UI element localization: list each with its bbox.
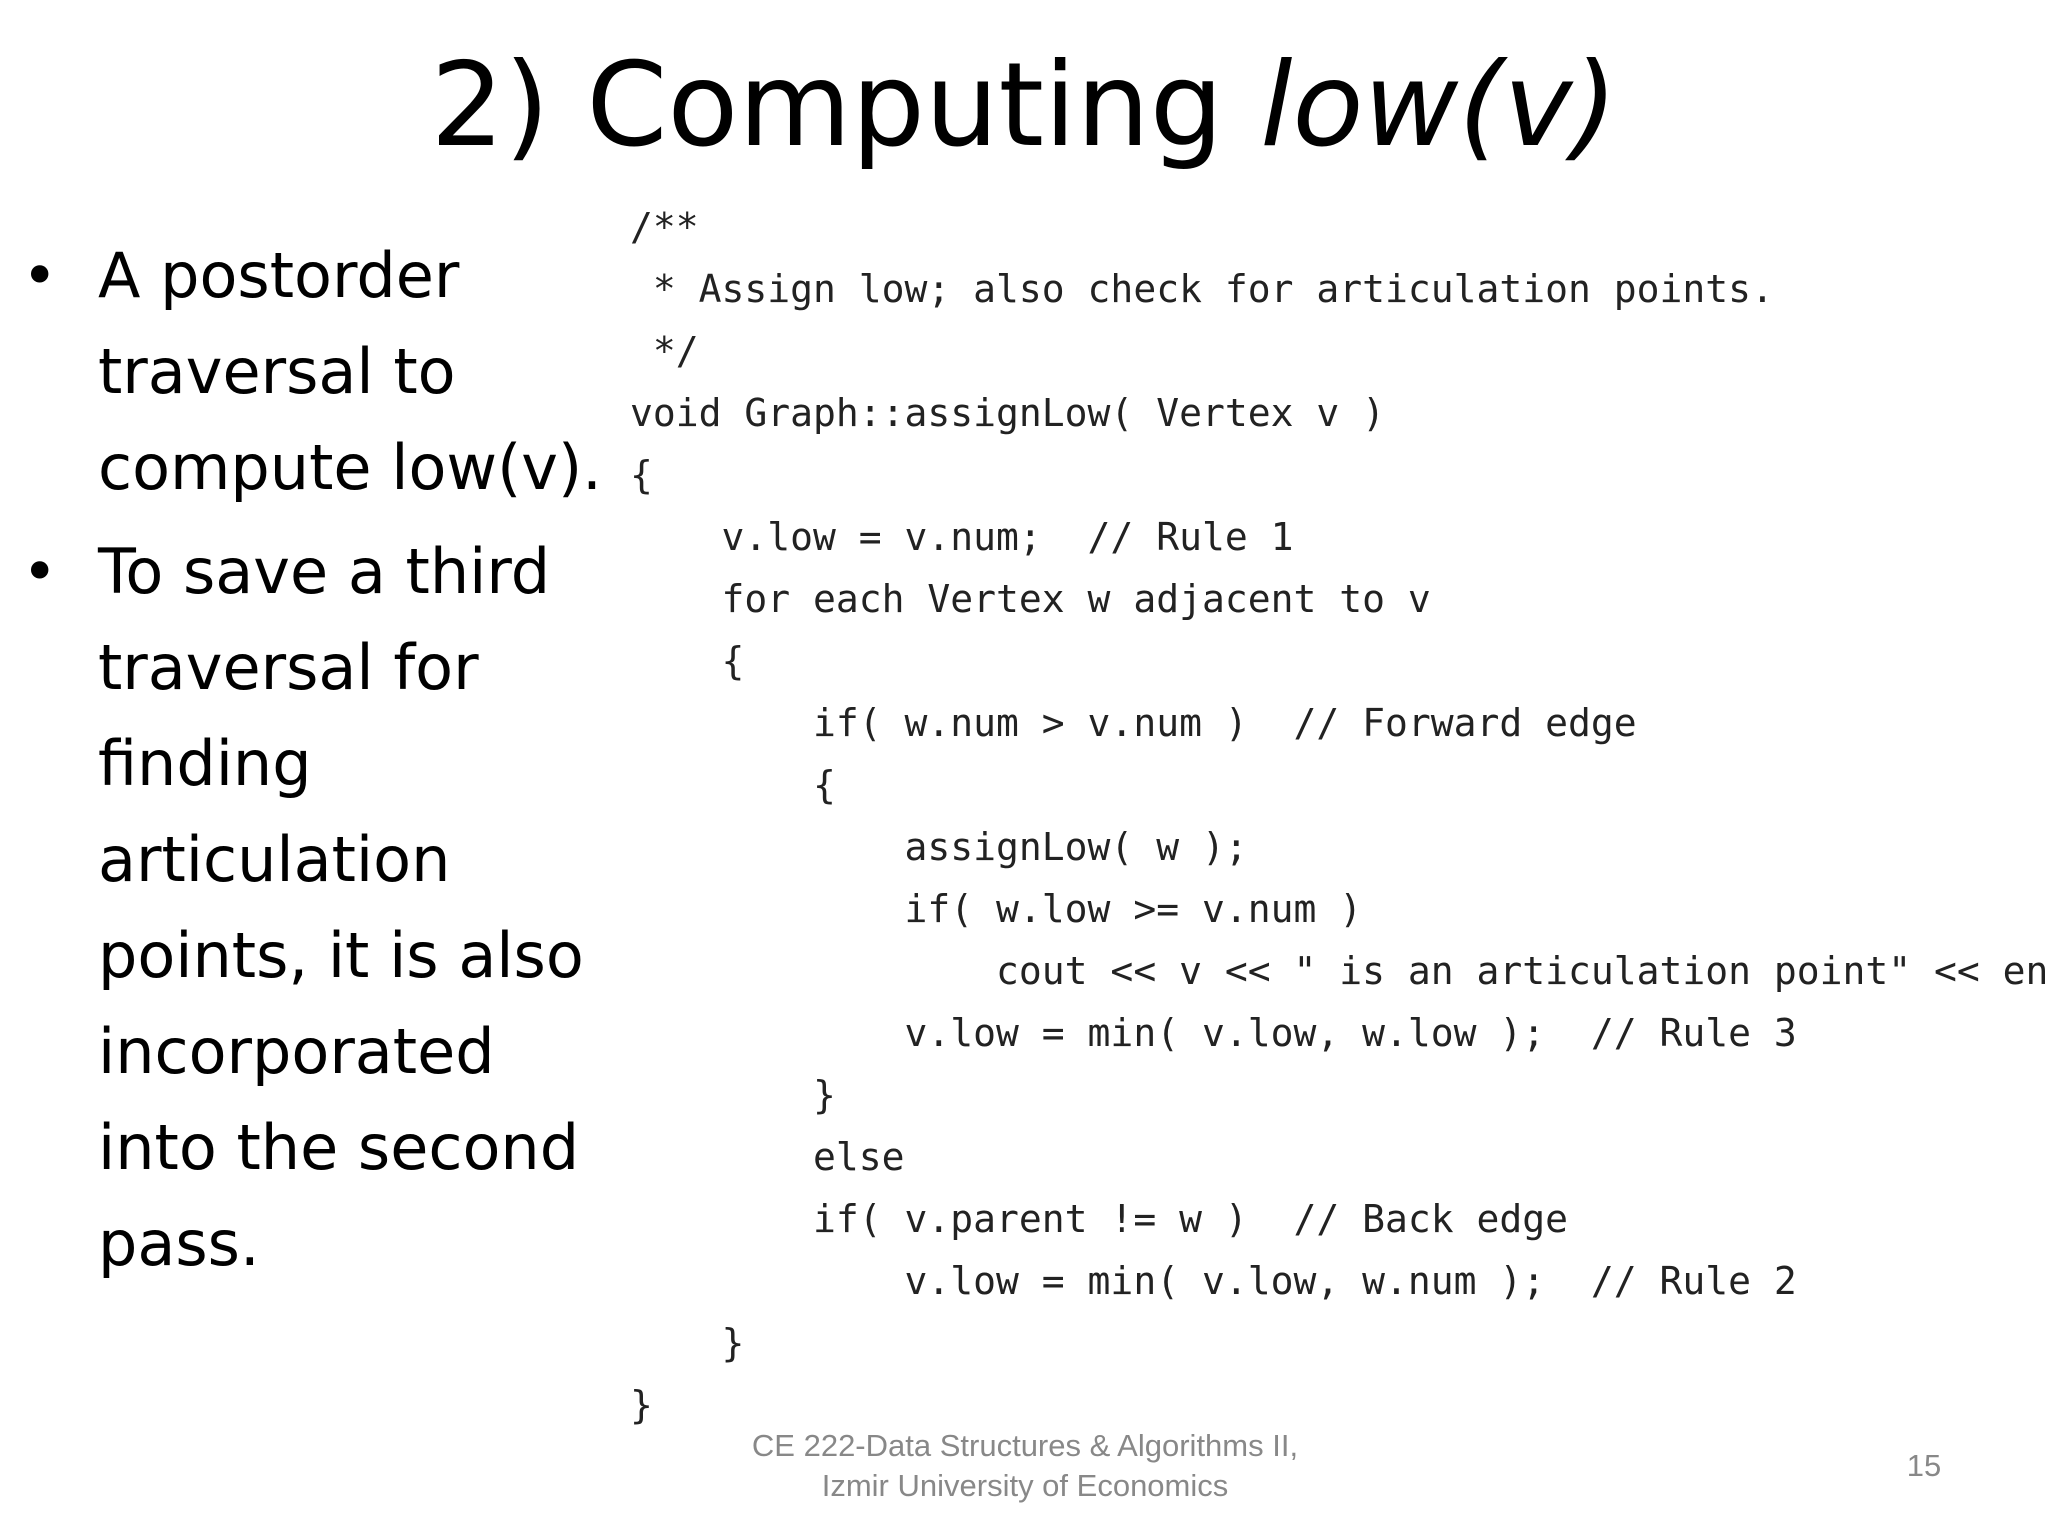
code-line: { <box>630 453 653 497</box>
slide-title-italic: low(v) <box>1260 38 1618 173</box>
bullet-text: To save a third traversal for finding ar… <box>98 535 584 1280</box>
code-line: assignLow( w ); <box>630 825 1248 869</box>
bullet-item: • To save a third traversal for finding … <box>0 524 610 1292</box>
footer-course: CE 222-Data Structures & Algorithms II, <box>751 1428 1299 1463</box>
code-line: } <box>630 1383 653 1427</box>
page-number: 15 <box>1906 1448 1942 1483</box>
code-listing: /** * Assign low; also check for articul… <box>630 196 2048 1436</box>
code-line: v.low = v.num; // Rule 1 <box>630 515 1294 559</box>
code-line: /** <box>630 205 699 249</box>
bullet-item: • A postorder traversal to compute low(v… <box>0 228 610 516</box>
slide-title: 2) Computing low(v) <box>0 36 2048 176</box>
bullet-text: A postorder traversal to compute low(v). <box>98 239 602 504</box>
code-line: void Graph::assignLow( Vertex v ) <box>630 391 1385 435</box>
code-line: for each Vertex w adjacent to v <box>630 577 1431 621</box>
code-line: if( w.num > v.num ) // Forward edge <box>630 701 1637 745</box>
code-line: } <box>630 1321 745 1365</box>
code-line: } <box>630 1073 836 1117</box>
slide-title-prefix: 2) Computing <box>430 38 1261 173</box>
bullet-list: • A postorder traversal to compute low(v… <box>0 228 610 1300</box>
code-line: */ <box>630 329 699 373</box>
code-line: cout << v << " is an articulation point"… <box>630 949 2048 993</box>
footer-university: Izmir University of Economics <box>821 1468 1229 1503</box>
code-line: * Assign low; also check for articulatio… <box>630 267 1774 311</box>
code-line: v.low = min( v.low, w.num ); // Rule 2 <box>630 1259 1797 1303</box>
slide-footer: CE 222-Data Structures & Algorithms II, … <box>700 1426 1350 1506</box>
code-line: else <box>630 1135 905 1179</box>
bullet-symbol: • <box>22 537 58 607</box>
code-line: v.low = min( v.low, w.low ); // Rule 3 <box>630 1011 1797 1055</box>
code-line: { <box>630 763 836 807</box>
code-line: if( v.parent != w ) // Back edge <box>630 1197 1568 1241</box>
code-line: { <box>630 639 745 683</box>
bullet-symbol: • <box>22 241 58 311</box>
code-line: if( w.low >= v.num ) <box>630 887 1363 931</box>
